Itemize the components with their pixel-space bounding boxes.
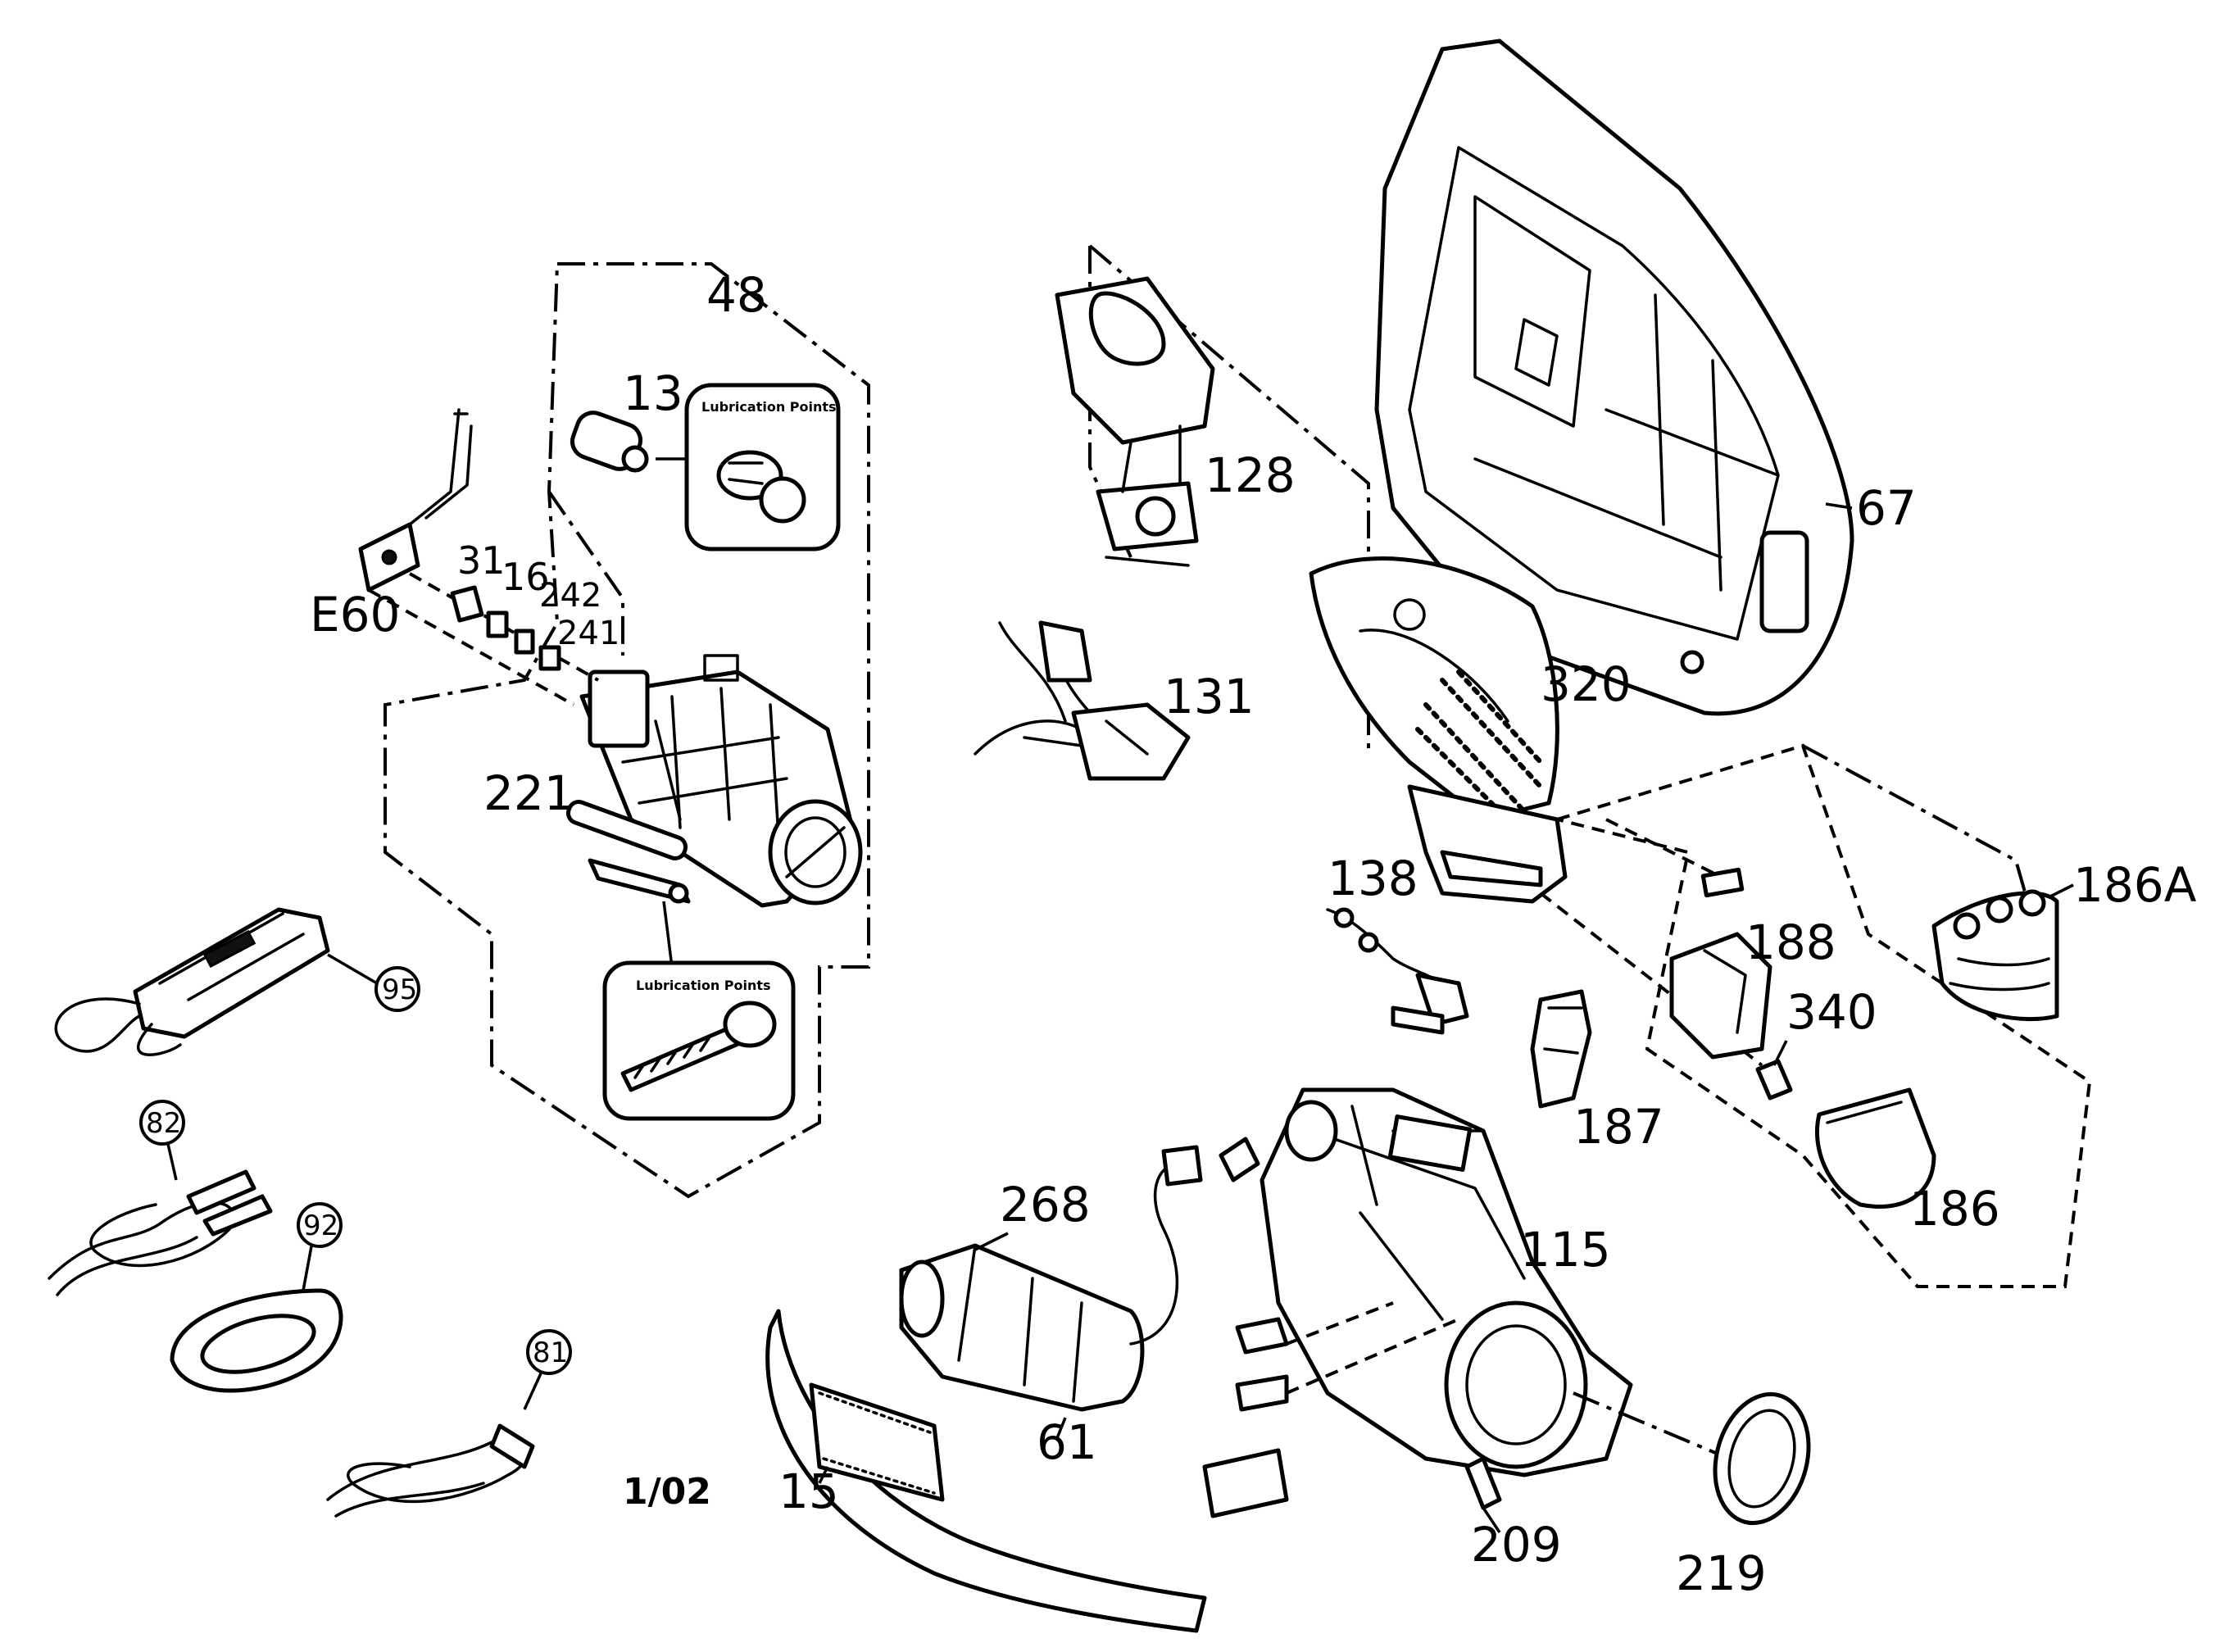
- part-95-label: 95: [382, 974, 417, 1006]
- lens-hood-92: 92: [170, 1202, 343, 1393]
- cable-81: 81: [326, 1329, 572, 1518]
- harness-131: 131: [974, 620, 1255, 781]
- lcd-panel-backlight-dots: [1415, 669, 1543, 822]
- part-13-label: 13: [623, 365, 683, 421]
- part-209-label: 209: [1471, 1517, 1562, 1573]
- part-16-piece: [486, 610, 509, 638]
- part-340-label: 340: [1786, 984, 1877, 1040]
- eyecup-186A: 186A: [1931, 857, 2197, 1022]
- part-242-label: 242: [539, 577, 601, 615]
- part-187-label: 187: [1573, 1099, 1664, 1155]
- eyecup-186: 186: [1814, 1087, 2000, 1237]
- part-15-label: 15: [778, 1464, 839, 1519]
- part-138-label: 138: [1328, 851, 1418, 906]
- motor-13-part: 13: [570, 365, 688, 473]
- part-16-label: 16: [502, 555, 550, 599]
- mechanism-128: 128: [1055, 244, 1370, 754]
- part-186A-label: 186A: [2073, 857, 2197, 913]
- page-code: 1/02: [623, 1471, 711, 1513]
- connector-wire: [1129, 1137, 1260, 1346]
- part-219-label: 219: [1676, 1545, 1767, 1601]
- bracket-187: 187: [1530, 989, 1664, 1155]
- av-cable-82: 82: [48, 1100, 273, 1296]
- part-242-piece: [514, 629, 535, 655]
- part-67-label: 67: [1856, 480, 1917, 536]
- part-82-label: 82: [146, 1107, 181, 1140]
- ac-adapter-95: 95: [54, 907, 420, 1056]
- strap-15: 15: [765, 1309, 1207, 1633]
- lens-assembly-group: 48 13 Lubrication Points: [310, 262, 870, 1199]
- part-241-piece: [538, 645, 561, 671]
- screw-209: 209: [1464, 1456, 1562, 1573]
- guide-shaft-221-part: 221: [483, 765, 691, 968]
- part-81-label: 81: [533, 1337, 568, 1369]
- sensor-board-E60-part: E60: [310, 408, 473, 642]
- lcd-panel-320: 320: [1309, 556, 1632, 904]
- lubrication-inset-upper-title: Lubrication Points: [701, 399, 837, 415]
- part-221-label: 221: [483, 765, 574, 821]
- part-92-label: 92: [303, 1210, 338, 1242]
- part-31-piece: [450, 585, 484, 623]
- screw-340: 340: [1755, 984, 1877, 1101]
- part-320-label: 320: [1541, 656, 1632, 712]
- switch-138: 138: [1326, 851, 1469, 1035]
- lens-ring-219: 219: [1573, 1391, 1811, 1601]
- part-48-label: 48: [706, 267, 767, 323]
- small-plates: [1202, 1301, 1459, 1518]
- lubrication-inset-upper: Lubrication Points: [684, 383, 841, 551]
- viewfinder-188: 188: [1669, 914, 1836, 1060]
- side-cover-67: 67: [1374, 39, 1917, 716]
- part-131-label: 131: [1164, 669, 1255, 724]
- battery-cover-268: 268 61: [899, 1177, 1145, 1470]
- part-268-label: 268: [1000, 1177, 1091, 1232]
- camera-body-115: 115: [1260, 1087, 1633, 1477]
- part-241-label: 241: [557, 615, 620, 652]
- lens-block-part: [579, 654, 863, 908]
- eyecup-group: [1539, 743, 2092, 1288]
- part-188-label: 188: [1745, 914, 1836, 970]
- part-61-label: 61: [1037, 1414, 1097, 1470]
- part-186-label: 186: [1909, 1181, 2000, 1237]
- lubrication-inset-lower-title: Lubrication Points: [636, 978, 771, 993]
- part-31-label: 31: [457, 538, 506, 583]
- part-115-label: 115: [1520, 1222, 1611, 1278]
- lubrication-inset-lower: Lubrication Points: [602, 960, 796, 1121]
- part-E60-label: E60: [310, 587, 400, 642]
- part-128-label: 128: [1205, 447, 1296, 503]
